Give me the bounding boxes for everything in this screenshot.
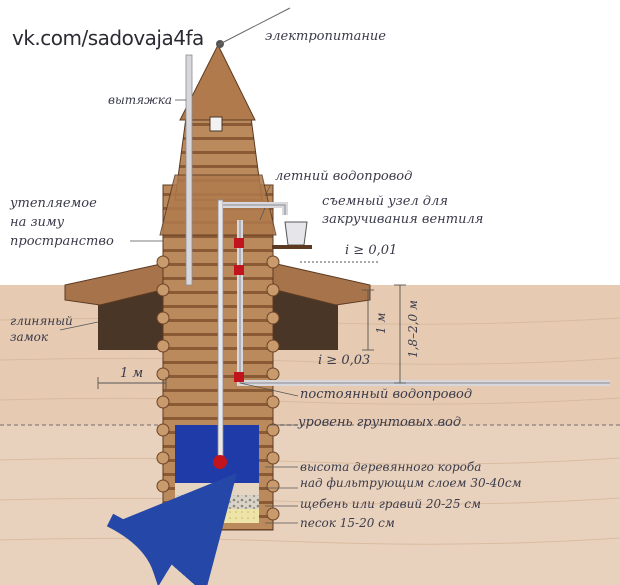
- bucket-stand: [272, 245, 312, 249]
- label-box-height-1: высота деревянного короба: [300, 460, 482, 474]
- label-insulated-3: пространство: [10, 234, 114, 249]
- label-clay-2: замок: [10, 330, 49, 344]
- label-slope-top: i ≥ 0,01: [345, 243, 398, 258]
- groundwater-zone: [0, 425, 620, 585]
- label-exhaust: вытяжка: [108, 93, 173, 107]
- label-insulated-2: на зиму: [10, 215, 65, 230]
- water: [175, 425, 259, 483]
- label-groundwater: уровень грунтовых вод: [298, 415, 462, 430]
- label-one-m-vertical: 1 м: [374, 312, 388, 334]
- flow-arrow: [106, 472, 237, 585]
- power-cable: [217, 7, 291, 46]
- supply-pipe: [217, 199, 224, 463]
- box-height: [175, 483, 259, 495]
- label-power: электропитание: [265, 29, 386, 44]
- tower-window: [209, 116, 223, 132]
- label-sand: песок 15-20 см: [300, 516, 395, 530]
- label-removable-2: закручивания вентиля: [322, 212, 484, 227]
- pump-intake: [213, 455, 227, 469]
- label-permanent-water: постоянный водопровод: [300, 387, 473, 402]
- gravel-layer: [175, 495, 259, 509]
- valve-1: [234, 238, 244, 248]
- canopy-left: [64, 261, 171, 306]
- valve-2: [234, 265, 244, 275]
- label-gravel: щебень или гравий 20-25 см: [300, 497, 481, 511]
- valve-3: [234, 372, 244, 382]
- label-one-m-horizontal: 1 м: [120, 366, 144, 381]
- label-clay-1: глиняный: [10, 314, 73, 328]
- label-box-height-2: над фильтрующим слоем 30-40см: [300, 476, 522, 490]
- exhaust-pipe: [185, 54, 193, 286]
- label-range-vertical: 1,8–2,0 м: [406, 300, 420, 358]
- label-removable-1: съемный узел для: [322, 194, 448, 209]
- watermark-text: vk.com/sadovaja4fa: [12, 26, 204, 50]
- label-insulated-1: утепляемое: [10, 196, 97, 211]
- label-summer-water: летний водопровод: [275, 169, 413, 184]
- bucket: [284, 221, 308, 246]
- label-slope-bottom: i ≥ 0,03: [318, 353, 371, 368]
